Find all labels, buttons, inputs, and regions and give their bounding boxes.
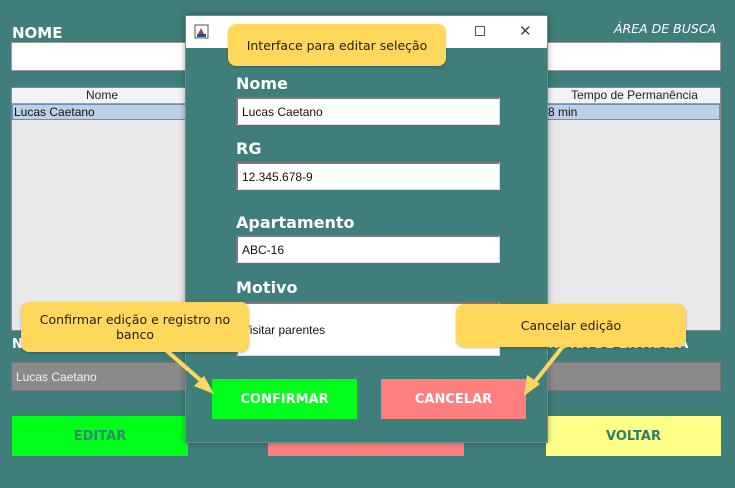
dialog-nome-input[interactable]: Lucas Caetano [236, 97, 500, 125]
arrow-to-cancel [528, 343, 566, 390]
cell-tempo: 8 min [548, 105, 578, 119]
dialog-apartamento-label: Apartamento [236, 213, 355, 232]
arrow-head-confirm [194, 376, 214, 394]
cell-nome: Lucas Caetano [14, 105, 95, 119]
nome-display-field: Lucas Caetano [11, 362, 189, 391]
callout-confirm: Confirmar edição e registro no banco [21, 302, 249, 352]
maximize-icon[interactable] [475, 26, 485, 36]
dialog-nome-label: Nome [236, 74, 288, 93]
arrow-to-confirm [158, 343, 207, 386]
nome-label: NOME [12, 24, 63, 42]
voltar-button[interactable]: VOLTAR [546, 416, 721, 456]
callout-cancel: Cancelar edição [456, 304, 686, 347]
hora-entrada-field [546, 362, 721, 391]
dialog-rg-input[interactable]: 12.345.678-9 [236, 162, 500, 190]
area-busca-label: ÁREA DE BUSCA [614, 21, 717, 36]
close-icon[interactable]: ✕ [519, 22, 532, 40]
dialog-apartamento-input[interactable]: ABC-16 [236, 235, 500, 263]
column-header-tempo[interactable]: Tempo de Permanência [571, 88, 698, 102]
callout-edit-interface: Interface para editar seleção [228, 24, 446, 66]
editar-button[interactable]: EDITAR [12, 416, 188, 456]
arrow-head-cancel [524, 375, 540, 396]
cancelar-button[interactable]: CANCELAR [381, 379, 526, 419]
dialog-motivo-label: Motivo [236, 278, 298, 297]
confirmar-button[interactable]: CONFIRMAR [212, 379, 357, 419]
dialog-rg-label: RG [236, 139, 262, 158]
column-header-nome[interactable]: Nome [85, 88, 118, 102]
edit-dialog: ✕ Nome Lucas Caetano RG 12.345.678-9 Apa… [185, 15, 548, 443]
java-app-icon [194, 24, 209, 39]
